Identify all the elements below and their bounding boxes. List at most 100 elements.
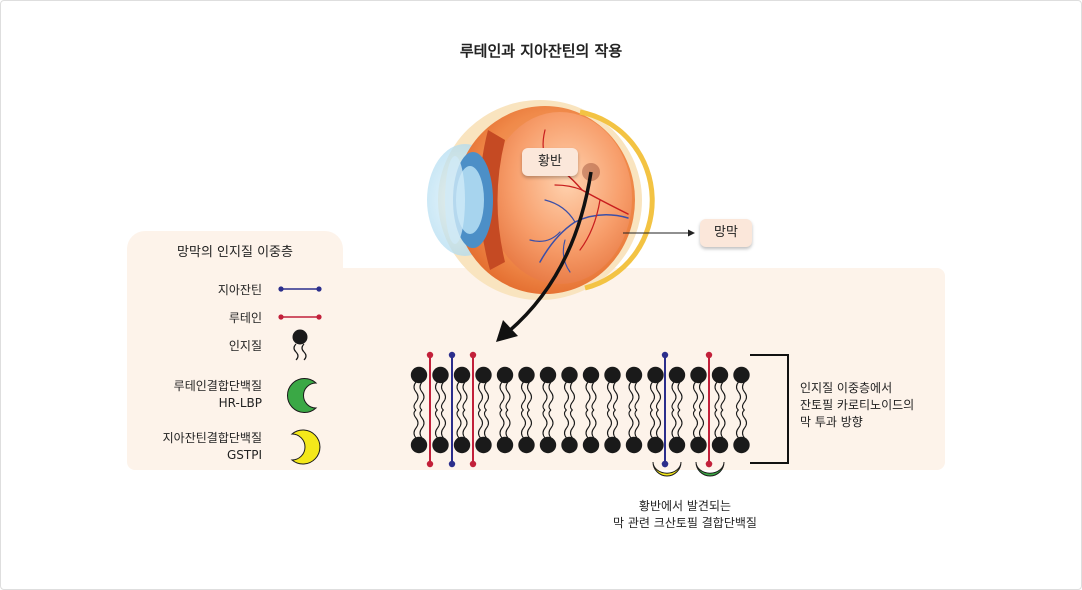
protein-note-line-1: 황반에서 발견되는 (638, 499, 732, 513)
lipid-tail (563, 409, 570, 439)
lipid-tail (526, 381, 533, 411)
lipid-tail (628, 381, 634, 411)
lipid-tail (735, 409, 742, 439)
lipid-tail (483, 409, 490, 439)
panel-title: 망막의 인지질 이중층 (177, 245, 293, 260)
lipid-tail (714, 409, 720, 439)
lipid-tail (606, 409, 613, 439)
bilayer-note-line-1: 인지질 이중층에서 (800, 381, 893, 395)
lipid-tail (419, 381, 425, 411)
lipid-tail (477, 381, 484, 411)
legend-lipid-tail-2 (301, 343, 307, 361)
lipid-tail (520, 381, 527, 411)
lipid-tail (569, 409, 576, 439)
lipid-tail (520, 409, 527, 439)
lipid-tail (634, 409, 640, 439)
lipid-head (410, 366, 428, 384)
legend-hr-lbp-symbol (287, 378, 318, 413)
lipid-tail (698, 381, 705, 411)
protein-note: 황반에서 발견되는 막 관련 크산토필 결합단백질 (580, 498, 790, 532)
legend-symbols (278, 286, 322, 465)
lipid-tail (692, 409, 699, 439)
lipid-head (475, 366, 492, 384)
lipid-head (604, 436, 621, 454)
zeaxanthin-molecule-end (448, 351, 456, 359)
lipid-tail (591, 381, 597, 411)
lipid-tail (671, 381, 677, 411)
lipid-tail (720, 381, 726, 411)
lipid-tail (692, 381, 699, 411)
lipid-tail (505, 381, 511, 411)
lipid-tail (741, 409, 748, 439)
legend-label-lutein: 루테인 (228, 311, 262, 325)
lipid-tail (434, 381, 441, 411)
lipid-head (668, 366, 686, 384)
lipid-head (496, 436, 514, 454)
lipid-tail (526, 409, 533, 439)
lipid-head (539, 436, 557, 454)
lipid-head (711, 366, 729, 384)
lipid-tail (655, 409, 662, 439)
lipid-tail (505, 409, 511, 439)
legend-label-hr-lbp: 루테인결합단백질 HR-LBP (174, 378, 262, 412)
lipid-tail (698, 409, 705, 439)
lipid-tail (677, 381, 683, 411)
lipid-tail (720, 409, 726, 439)
lipid-tail (434, 409, 441, 439)
lipid-head (733, 436, 750, 454)
lipid-tail (655, 381, 662, 411)
lipid-head (690, 436, 707, 454)
lipid-head (604, 366, 621, 384)
macula-arrow (506, 171, 593, 334)
lutein-molecule-end (469, 351, 477, 359)
lipid-head (561, 436, 578, 454)
lipid-tail (612, 409, 619, 439)
lipid-tail (563, 381, 570, 411)
lipid-head (582, 436, 600, 454)
lipid-head (733, 366, 750, 384)
lipid-tail (419, 409, 425, 439)
lipid-tail (462, 409, 468, 439)
lipid-head (690, 366, 707, 384)
lipid-tail (634, 381, 640, 411)
gstpi-protein (652, 461, 682, 477)
lipid-head (410, 436, 428, 454)
lipid-tail (714, 381, 720, 411)
lipid-head (539, 366, 557, 384)
hr-lbp-abbr: HR-LBP (218, 396, 262, 410)
lipid-tail (413, 381, 419, 411)
lipid-tail (649, 409, 656, 439)
zeaxanthin-molecule-end (448, 460, 456, 468)
lipid-head (582, 366, 600, 384)
hr-lbp-protein (695, 461, 725, 477)
legend-label-phospholipid: 인지질 (228, 339, 262, 353)
lipid-head (625, 366, 643, 384)
legend-lutein-dot-right (316, 314, 322, 320)
lipid-tail (413, 409, 419, 439)
legend-label-zeaxanthin: 지아잔틴 (217, 283, 262, 297)
lipid-tail (735, 381, 742, 411)
protein-note-line-2: 막 관련 크산토필 결합단백질 (613, 516, 757, 530)
lipid-tail (606, 381, 613, 411)
sclera-rim (579, 109, 655, 291)
lipid-head (432, 436, 449, 454)
bilayer-bracket (750, 354, 789, 464)
zeaxanthin-molecule-end (661, 351, 669, 359)
lipid-head (647, 366, 664, 384)
lipid-tail (649, 381, 656, 411)
lipid-tail (542, 381, 548, 411)
lipid-tail (585, 381, 591, 411)
lipid-head (625, 436, 643, 454)
lipid-head (518, 366, 535, 384)
zeaxanthin-molecule-end (661, 460, 669, 468)
lipid-tail (591, 409, 597, 439)
lipid-tail (548, 381, 554, 411)
legend-lutein-dot-left (278, 314, 284, 320)
lipid-head (453, 366, 471, 384)
bilayer-note: 인지질 이중층에서 잔토필 카로티노이드의 막 투과 방향 (800, 380, 914, 431)
lutein-molecule-end (426, 460, 434, 468)
hr-lbp-name: 루테인결합단백질 (173, 379, 262, 393)
lutein-molecule-end (426, 351, 434, 359)
lipid-head (518, 436, 535, 454)
